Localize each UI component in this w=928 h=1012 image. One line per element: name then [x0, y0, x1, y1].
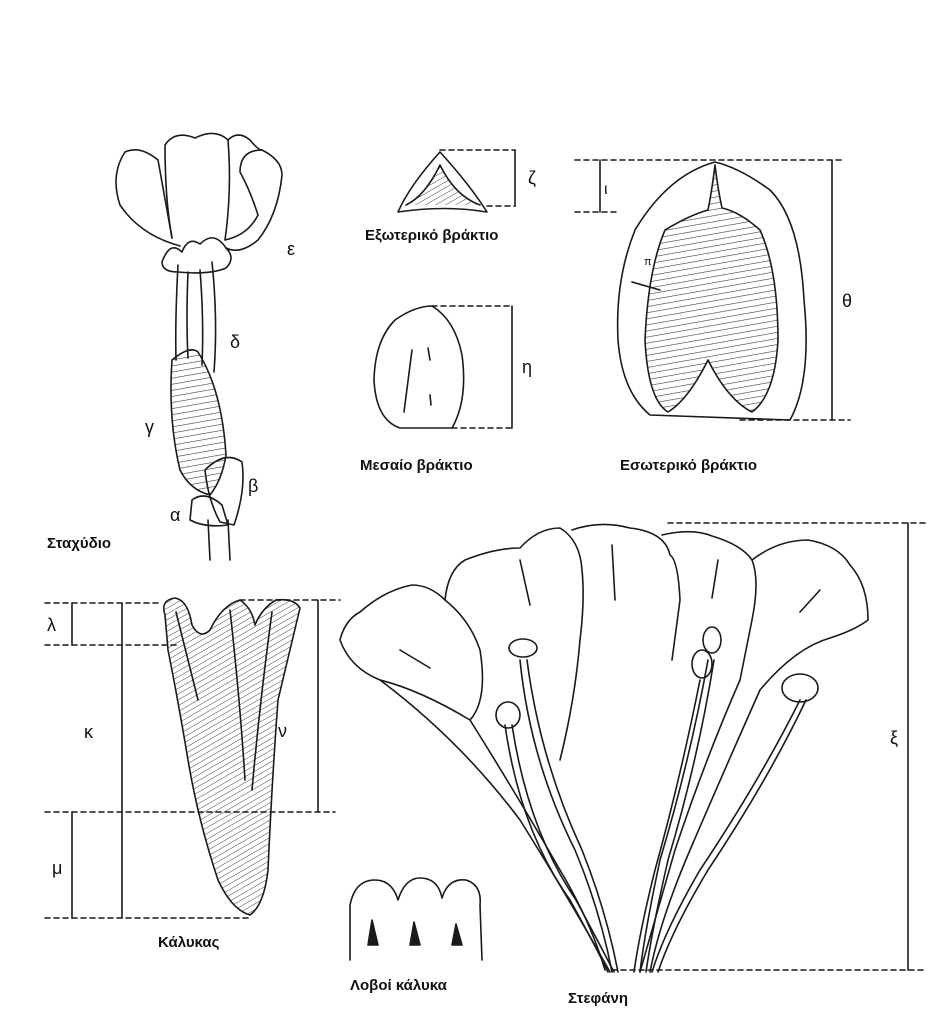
label-zeta: ζ: [528, 168, 536, 188]
caption-spike: Σταχύδιο: [47, 535, 111, 552]
label-kappa: κ: [84, 722, 94, 742]
inner-bract-drawing: [575, 160, 850, 420]
caption-middle-bract: Μεσαίο βράκτιο: [360, 457, 473, 474]
label-epsilon: ε: [287, 239, 295, 259]
label-mu: μ: [52, 858, 62, 878]
caption-outer-bract: Εξωτερικό βράκτιο: [365, 227, 498, 244]
calyx-lobes-drawing: [350, 878, 482, 960]
label-theta: θ: [842, 291, 852, 311]
spike-drawing: [116, 133, 282, 560]
label-nu: ν: [278, 721, 287, 741]
calyx-drawing: [45, 598, 340, 918]
caption-inner-bract: Εσωτερικό βράκτιο: [620, 457, 757, 474]
caption-calyx-lobes: Λοβοί κάλυκα: [350, 977, 448, 994]
label-eta: η: [522, 357, 532, 377]
caption-corolla: Στεφάνη: [568, 990, 628, 1007]
label-beta: β: [248, 476, 258, 496]
label-delta: δ: [230, 332, 240, 352]
label-pi: π: [644, 256, 652, 268]
label-alpha: α: [170, 505, 180, 525]
label-xi: ξ: [890, 728, 898, 748]
label-gamma: γ: [145, 417, 154, 437]
label-iota: ι: [604, 181, 608, 198]
label-lambda: λ: [47, 615, 56, 635]
caption-calyx: Κάλυκας: [158, 934, 220, 951]
outer-bract-drawing: [398, 150, 515, 212]
corolla-drawing: [340, 523, 925, 972]
middle-bract-drawing: [374, 306, 512, 428]
